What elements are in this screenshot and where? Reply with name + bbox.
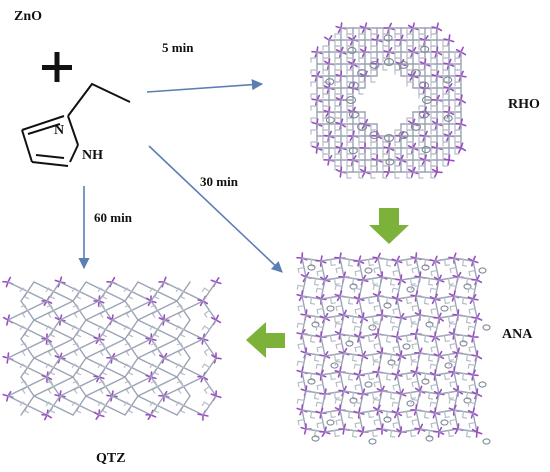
- imidazole-n-label: N: [54, 123, 64, 138]
- imidazole-nh-label: NH: [82, 148, 103, 163]
- ana-label: ANA: [502, 327, 533, 342]
- time-label-5min: 5 min: [162, 40, 194, 55]
- block-arrow-down: [369, 208, 409, 244]
- arrow-to-ana: [148, 145, 283, 273]
- zno-label: ZnO: [14, 9, 42, 24]
- arrow-to-rho: [146, 79, 264, 93]
- rho-framework-structure: [310, 22, 467, 179]
- plus-symbol: [42, 52, 72, 82]
- rho-label: RHO: [508, 97, 540, 112]
- time-label-60min: 60 min: [94, 210, 133, 225]
- time-label-30min: 30 min: [200, 174, 239, 189]
- ethylimidazole-structure: [21, 82, 131, 167]
- ana-framework-structure: [296, 252, 491, 445]
- qtz-framework-structure: [2, 276, 222, 421]
- qtz-label: QTZ: [96, 451, 126, 466]
- block-arrow-left: [246, 322, 285, 358]
